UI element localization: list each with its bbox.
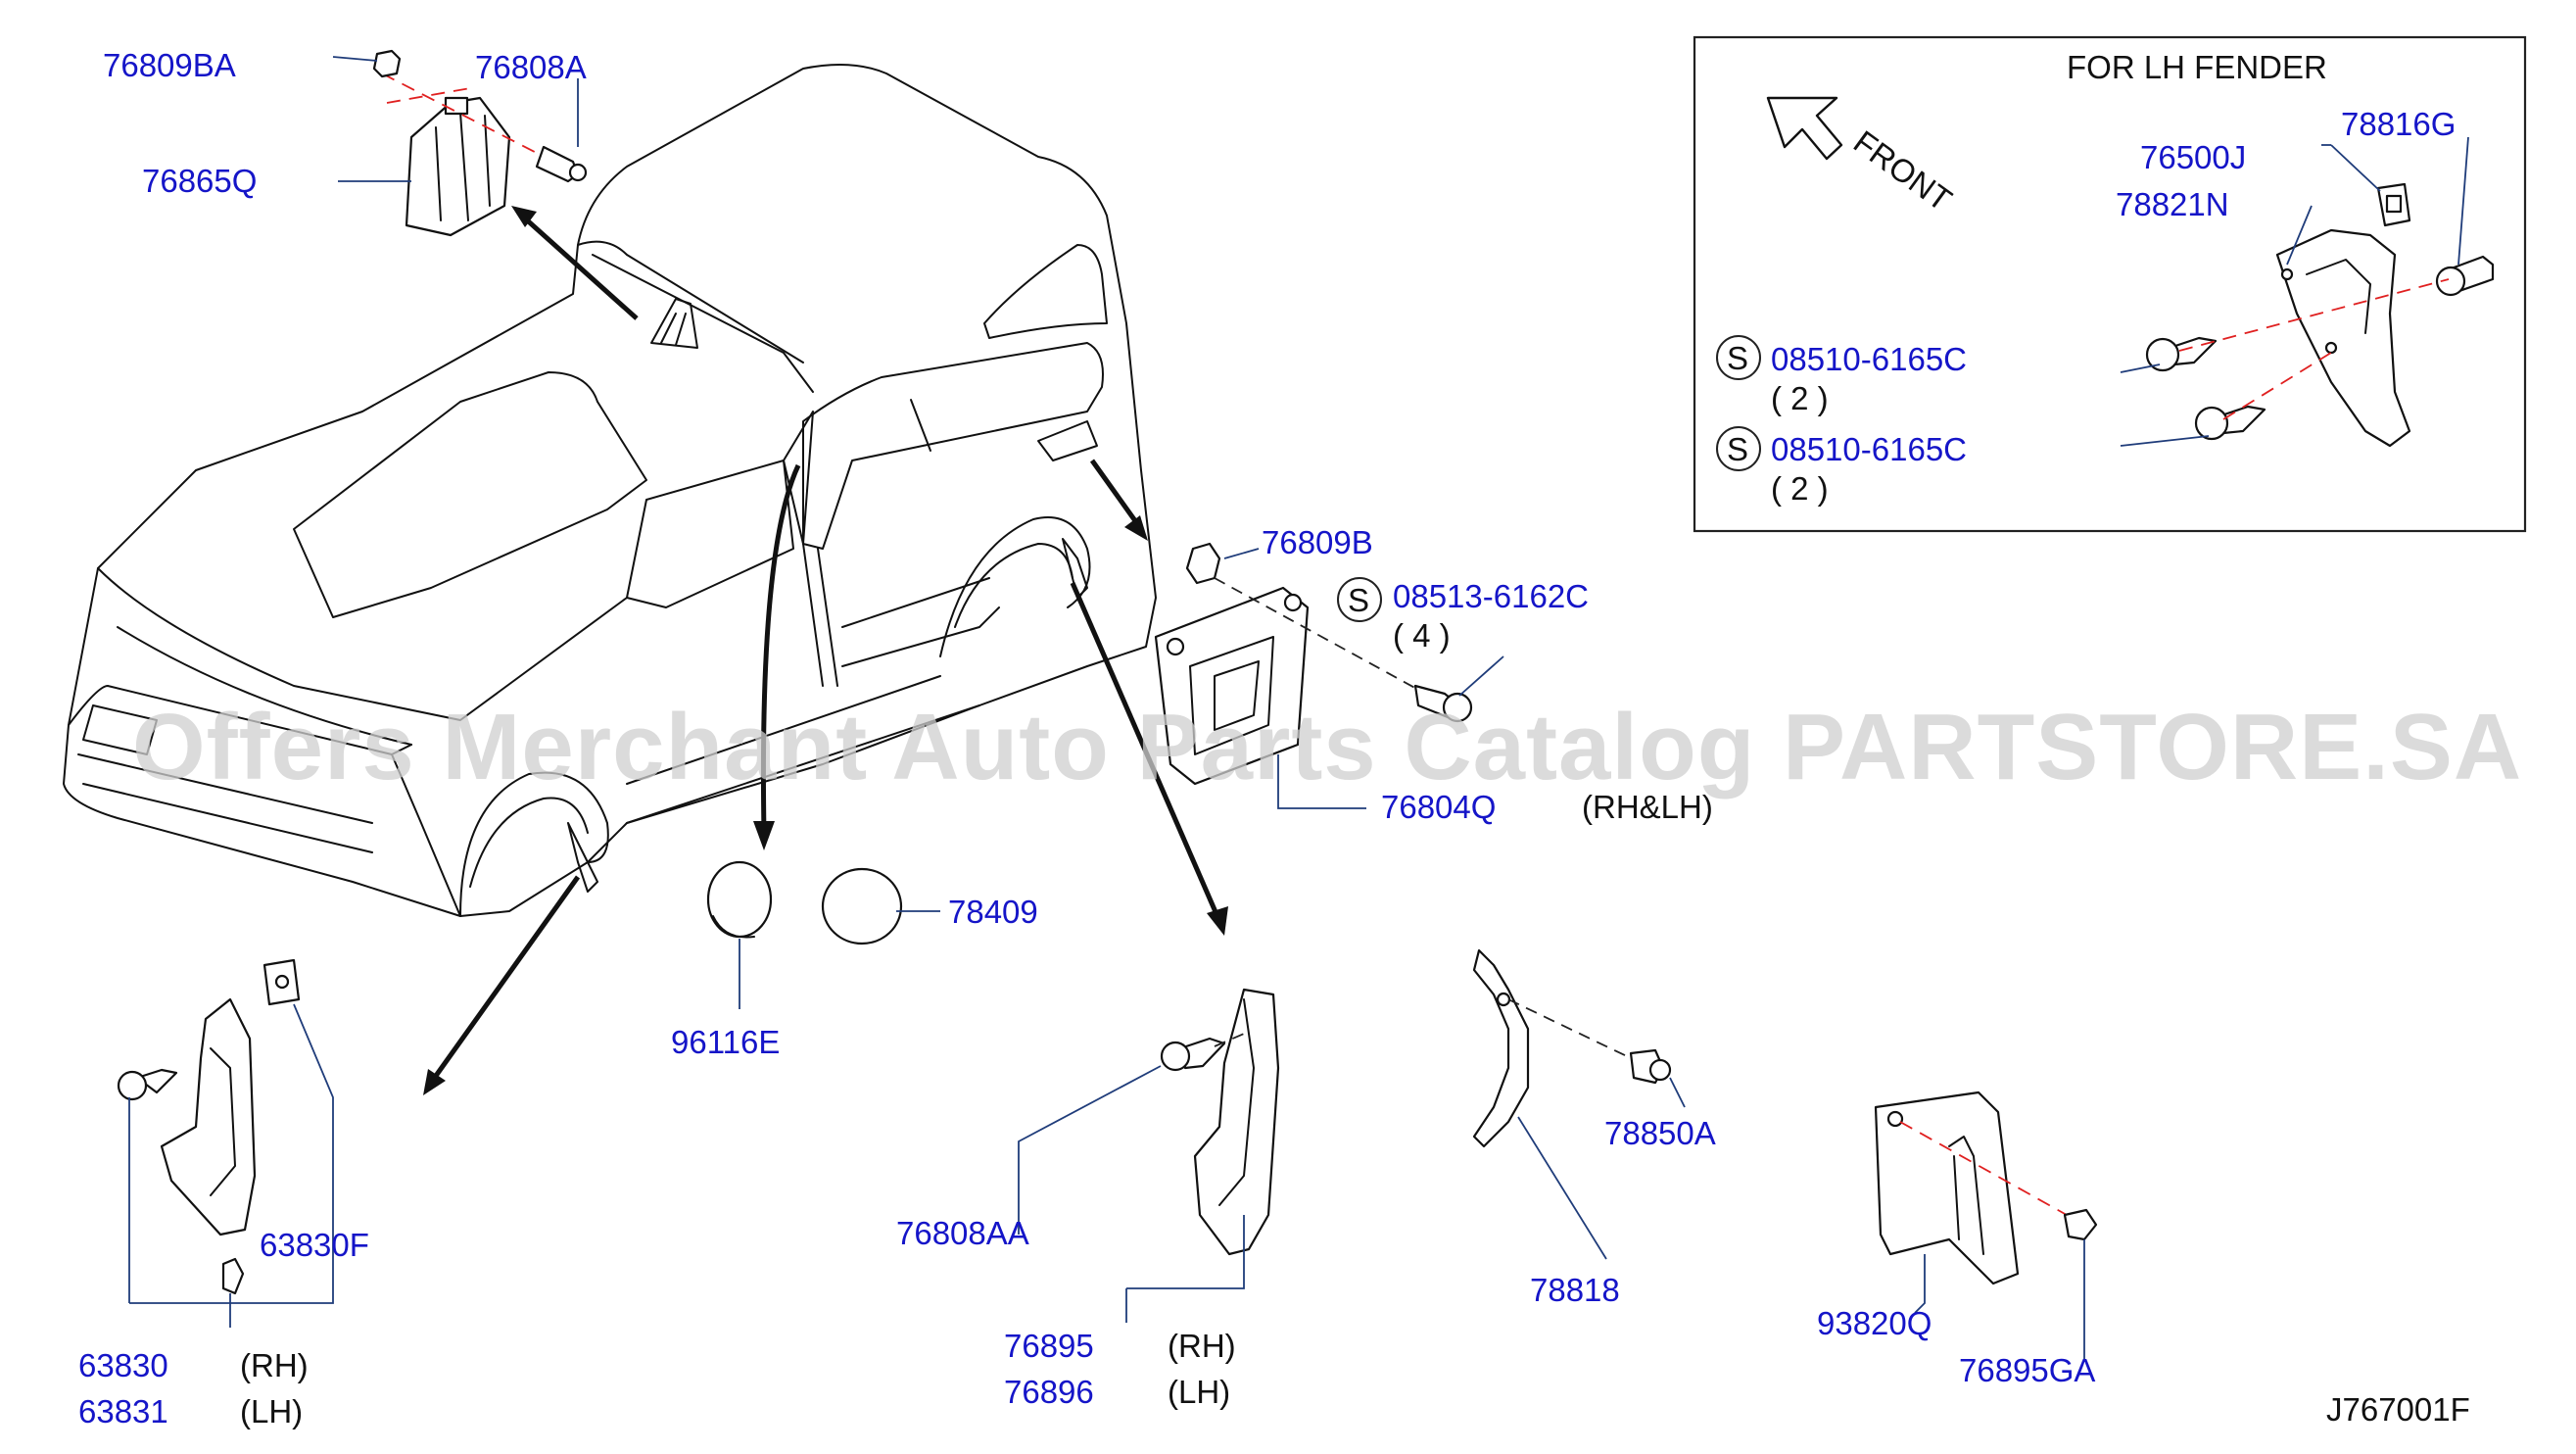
- part-78818-group: [1472, 948, 1686, 1260]
- label-76895GA: 76895GA: [1959, 1352, 2095, 1388]
- label-78818: 78818: [1530, 1272, 1620, 1308]
- label-76809B: 76809B: [1262, 524, 1373, 560]
- label-93820Q: 93820Q: [1817, 1305, 1932, 1341]
- part-76895-group: [1018, 988, 1280, 1323]
- label-76804Q-side: (RH&LH): [1582, 789, 1713, 825]
- label-63831: 63831: [78, 1393, 168, 1430]
- label-76808AA: 76808AA: [896, 1215, 1029, 1251]
- part-labels: 76809BA 76808A 76865Q 76500J 78816G 7882…: [78, 47, 2470, 1430]
- label-screw2-code: 08510-6165C: [1771, 431, 1967, 467]
- label-96116E: 96116E: [671, 1024, 780, 1060]
- label-63830-side: (RH): [240, 1347, 309, 1383]
- part-63830-group: [117, 958, 334, 1328]
- caps-group: [706, 860, 940, 1009]
- part-93820Q-group: [1874, 1090, 2098, 1362]
- inset-title: FOR LH FENDER: [2067, 49, 2327, 85]
- watermark: Offers Merchant Auto Parts Catalog PARTS…: [132, 695, 2522, 800]
- s-symbol: S: [1727, 340, 1748, 376]
- label-76896-side: (LH): [1168, 1374, 1230, 1410]
- label-76865Q: 76865Q: [142, 163, 257, 199]
- label-76895: 76895: [1004, 1328, 1094, 1364]
- screw-front-flap: [135, 1068, 178, 1094]
- s-symbol: S: [1348, 582, 1369, 618]
- cap-96116E: [706, 860, 773, 939]
- label-screw1-qty: ( 2 ): [1771, 380, 1829, 416]
- label-63830: 63830: [78, 1347, 168, 1383]
- front-mud-flap: [160, 997, 257, 1236]
- part-76865Q-group: [372, 49, 588, 237]
- label-screw3-code: 08513-6162C: [1393, 578, 1589, 614]
- label-78816G: 78816G: [2341, 106, 2456, 142]
- direction-arrows: [423, 206, 1228, 1095]
- s-symbol: S: [1727, 431, 1748, 467]
- fender-bracket-78821N: [2275, 228, 2411, 448]
- label-63830F: 63830F: [260, 1227, 369, 1263]
- label-76896: 76896: [1004, 1374, 1094, 1410]
- label-76808A: 76808A: [475, 49, 587, 85]
- label-76895-side: (RH): [1168, 1328, 1236, 1364]
- small-screw-front-flap: [221, 1257, 245, 1295]
- label-screw2-qty: ( 2 ): [1771, 470, 1829, 507]
- front-arrow-icon: [1766, 96, 1843, 161]
- label-76809BA: 76809BA: [103, 47, 236, 83]
- vehicle-illustration: [63, 64, 1157, 917]
- label-78821N: 78821N: [2116, 186, 2229, 222]
- label-78409: 78409: [948, 894, 1038, 930]
- clip-76809B: [1185, 542, 1221, 585]
- leader-lines: [332, 56, 579, 182]
- front-label: FRONT: [1847, 123, 1959, 218]
- trim-strip-78818: [1472, 948, 1530, 1148]
- label-screw1-code: 08510-6165C: [1771, 341, 1967, 377]
- label-78850A: 78850A: [1604, 1115, 1716, 1151]
- label-screw3-qty: ( 4 ): [1393, 617, 1451, 654]
- plug-78409: [821, 867, 903, 945]
- diagram-code: J767001F: [2326, 1391, 2470, 1428]
- label-76804Q: 76804Q: [1381, 789, 1496, 825]
- part-76804Q-group: S: [1154, 542, 1504, 809]
- antenna-base-part: [405, 96, 511, 237]
- pin-76895GA: [2063, 1208, 2098, 1241]
- rear-mud-flap: [1193, 988, 1280, 1256]
- label-76500J: 76500J: [2140, 139, 2246, 175]
- label-63831-side: (LH): [240, 1393, 303, 1430]
- clip-76809BA: [372, 49, 402, 78]
